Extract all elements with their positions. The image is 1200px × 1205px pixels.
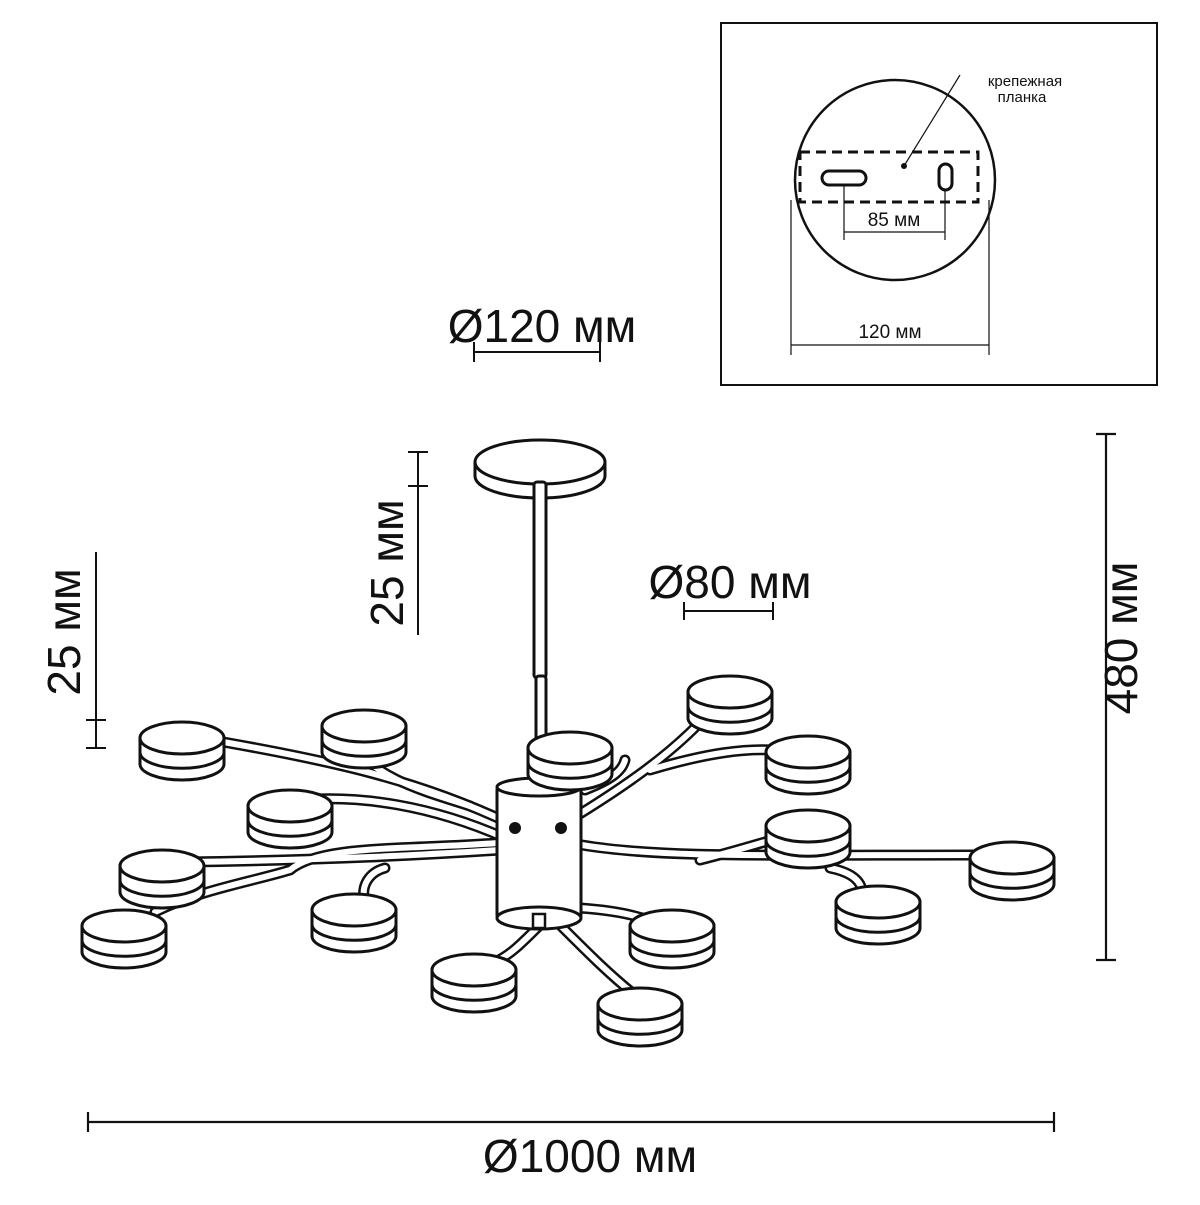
light-shades	[80, 674, 1056, 1048]
bracket-leader-line	[903, 74, 961, 167]
bracket-label-line1: крепежная	[988, 73, 1062, 90]
shade-height-label: 25 мм	[38, 568, 90, 695]
bracket-label-line2: планка	[998, 89, 1047, 106]
overall-diameter-label: Ø1000 мм	[483, 1130, 697, 1182]
canopy-height-dimension: 25 мм	[361, 451, 428, 635]
base-diameter-dimension: Ø120 мм	[448, 300, 637, 362]
light-shade	[596, 986, 684, 1048]
light-shade	[628, 908, 716, 970]
ceiling-canopy	[473, 438, 607, 500]
light-shade	[138, 720, 226, 782]
light-shade	[310, 892, 398, 954]
slot-hole-right	[937, 162, 954, 192]
light-shade	[968, 840, 1056, 902]
light-shade	[764, 808, 852, 870]
light-shade	[526, 730, 614, 792]
canopy-width-label: 120 мм	[858, 322, 921, 343]
light-shade	[834, 884, 922, 946]
mounting-detail-inset: крепежная планка 85 мм 120 мм	[720, 22, 1158, 386]
light-shade	[430, 952, 518, 1014]
canopy-top-view	[793, 78, 997, 282]
slot-hole-left	[820, 169, 868, 187]
shade-height-dimension: 25 мм	[38, 552, 106, 749]
light-shade	[764, 734, 852, 796]
light-shade	[320, 708, 408, 770]
height-label: 480 мм	[1095, 562, 1147, 715]
light-shade	[246, 788, 334, 850]
overall-diameter-dimension: Ø1000 мм	[86, 1112, 1056, 1182]
light-shade	[118, 848, 206, 910]
central-body	[495, 776, 583, 931]
chandelier-illustration	[80, 438, 1056, 1048]
light-shade	[686, 674, 774, 736]
shade-diameter-label: Ø80 мм	[649, 556, 812, 608]
hole-spacing-label: 85 мм	[868, 210, 921, 231]
mounting-bracket-outline	[798, 150, 980, 204]
shade-diameter-dimension: Ø80 мм	[649, 556, 812, 620]
height-dimension: 480 мм	[1095, 432, 1147, 962]
base-diameter-label: Ø120 мм	[448, 300, 637, 352]
canopy-height-label: 25 мм	[361, 499, 413, 626]
light-shade	[80, 908, 168, 970]
